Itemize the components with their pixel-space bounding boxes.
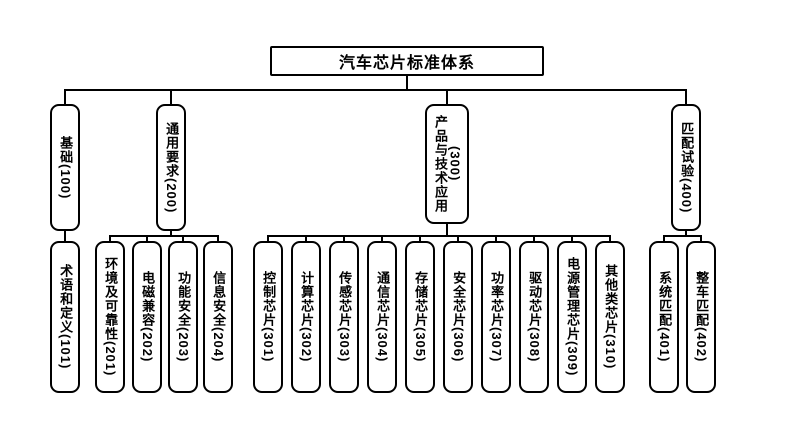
connector-line bbox=[267, 237, 269, 241]
branch-node-200: 通用要求(200) bbox=[156, 104, 186, 231]
connector-line bbox=[571, 237, 573, 241]
connector-line bbox=[663, 235, 702, 237]
connector-line bbox=[533, 237, 535, 241]
connector-line bbox=[109, 235, 219, 237]
connector-line bbox=[446, 224, 448, 236]
connector-line bbox=[170, 231, 172, 236]
leaf-node-402: 整车匹配(402) bbox=[686, 241, 716, 393]
leaf-node-203: 功能安全(203) bbox=[168, 241, 198, 393]
leaf-node-302: 计算芯片(302) bbox=[291, 241, 321, 393]
connector-line bbox=[495, 237, 497, 241]
leaf-node-309: 电源管理芯片(309) bbox=[557, 241, 587, 393]
leaf-node-101: 术语和定义(101) bbox=[50, 241, 80, 393]
leaf-node-304: 通信芯片(304) bbox=[367, 241, 397, 393]
connector-line bbox=[64, 89, 687, 91]
leaf-node-307: 功率芯片(307) bbox=[481, 241, 511, 393]
leaf-node-202: 电磁兼容(202) bbox=[132, 241, 162, 393]
connector-line bbox=[146, 237, 148, 241]
connector-line bbox=[685, 231, 687, 236]
leaf-node-204: 信息安全(204) bbox=[203, 241, 233, 393]
connector-line bbox=[343, 237, 345, 241]
leaf-node-305: 存储芯片(305) bbox=[405, 241, 435, 393]
root-node: 汽车芯片标准体系 bbox=[270, 46, 544, 76]
connector-line bbox=[109, 237, 111, 241]
leaf-node-401: 系统匹配(401) bbox=[649, 241, 679, 393]
connector-line bbox=[305, 237, 307, 241]
connector-line bbox=[381, 237, 383, 241]
connector-line bbox=[609, 237, 611, 241]
connector-line bbox=[663, 237, 665, 241]
leaf-node-306: 安全芯片(306) bbox=[443, 241, 473, 393]
leaf-node-310: 其他类芯片(310) bbox=[595, 241, 625, 393]
connector-line bbox=[182, 237, 184, 241]
connector-line bbox=[446, 91, 448, 104]
leaf-node-301: 控制芯片(301) bbox=[253, 241, 283, 393]
branch-node-100: 基础(100) bbox=[50, 104, 80, 231]
leaf-node-308: 驱动芯片(308) bbox=[519, 241, 549, 393]
connector-line bbox=[170, 91, 172, 104]
connector-line bbox=[267, 235, 611, 237]
connector-line bbox=[64, 231, 66, 241]
leaf-node-201: 环境及可靠性(201) bbox=[95, 241, 125, 393]
connector-line bbox=[700, 237, 702, 241]
leaf-node-303: 传感芯片(303) bbox=[329, 241, 359, 393]
connector-line bbox=[419, 237, 421, 241]
connector-line bbox=[406, 76, 408, 90]
connector-line bbox=[685, 91, 687, 104]
connector-line bbox=[217, 237, 219, 241]
branch-node-400: 匹配试验(400) bbox=[671, 104, 701, 231]
connector-line bbox=[64, 91, 66, 104]
connector-line bbox=[457, 237, 459, 241]
branch-node-300: 产品与技术应用(300) bbox=[425, 104, 469, 224]
